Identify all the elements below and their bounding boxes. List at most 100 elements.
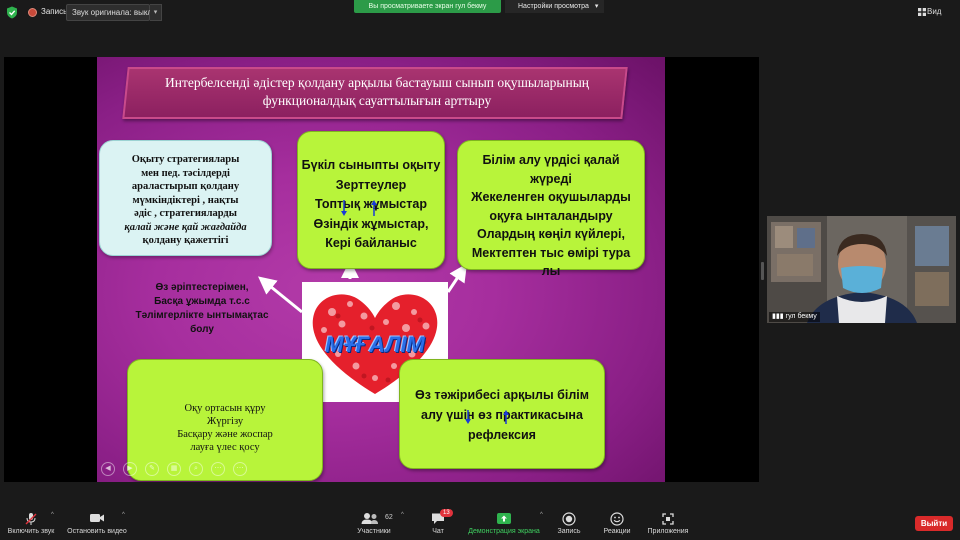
chevron-down-icon[interactable]: ▾ [150,4,162,21]
text-line: Бүкіл сыныпты оқыту [301,158,441,172]
share-screen-label: Демонстрация экрана [468,528,540,535]
text-line: Мектептен тыс өмірі тура [471,245,631,260]
arrow-left-up [258,276,303,314]
text-line: қалай және қай жағдайда [124,221,247,233]
screen-share-banner: Вы просматриваете экран гул бекму [354,0,501,13]
chevron-up-icon[interactable]: ^ [122,512,125,518]
text-line: Өзіндік жұмыстар, [313,216,429,231]
learning-process-box: Білім алу үрдісі қалай жүреді Жекеленген… [457,140,645,278]
text-line: Жүргізу [206,416,244,427]
unmute-button[interactable]: Включить звук [0,500,62,540]
shield-icon[interactable] [6,6,18,19]
participant-video-image [767,216,956,323]
reactions-label: Реакции [603,528,631,535]
apps-icon [662,513,674,525]
record-button[interactable]: Запись [552,500,586,540]
class-teaching-text: Бүкіл сыныпты оқыту Зерттеулер Топтық жұ… [298,156,444,254]
smiley-icon [610,512,624,526]
menu-icon[interactable]: ⋯ [211,462,225,476]
learning-process-text: Білім алу үрдісі қалай жүреді Жекеленген… [458,151,644,281]
top-bar: Запись Звук оригинала: выкл. ▾ Вы просма… [0,0,960,26]
chevron-down-icon: ▾ [594,3,599,10]
text-line: Топтық жұмыстар [315,197,427,211]
grid-icon[interactable]: ▦ [167,462,181,476]
signal-icon: ▮▮▮ [772,313,786,320]
environment-text: Оқу ортасын құру Жүргізу Басқару және жо… [128,402,322,454]
share-screen-icon [497,513,511,524]
apps-label: Приложения [647,528,689,535]
text-line: Оқыту стратегиялары [131,154,240,165]
text-line: Білім алу үрдісі қалай [482,153,620,167]
text-line: Тәлімгерлікте ынтымақтас [135,310,269,321]
text-line: қолдану қажеттігі [142,235,229,246]
view-grid-icon[interactable] [918,8,926,16]
text-line: Олардың көңіл күйлері, [477,227,625,241]
text-line: лы [541,264,561,278]
chevron-up-icon[interactable]: ^ [401,512,404,518]
view-button[interactable]: Вид [927,7,942,16]
blue-arrows [465,410,509,424]
class-teaching-box: Бүкіл сыныпты оқыту Зерттеулер Топтық жұ… [297,131,445,269]
text-line: алу үшін өз практикасына [421,408,583,422]
strategies-box: Оқыту стратегиялары мен пед. тәсілдерді … [99,140,272,256]
strategies-text: Оқыту стратегиялары мен пед. тәсілдерді … [100,153,271,248]
slide-title: Интербелсенді әдістер қолдану арқылы бас… [164,75,590,108]
participant-video-tile[interactable]: ▮▮▮ гул бекму [767,216,956,323]
pen-icon[interactable]: ✎ [145,462,159,476]
text-line: Өз тәжірибесі арқылы білім [414,388,589,402]
text-line: Өз әріптестерімен, [155,282,249,293]
chevron-up-icon[interactable]: ^ [51,512,54,518]
zoom-icon[interactable]: ⌕ [189,462,203,476]
prev-slide-icon[interactable]: ◀ [101,462,115,476]
text-line: рефлексия [468,428,536,442]
chat-button[interactable]: 13 Чат [424,500,453,540]
text-line: Кері байланыс [325,236,417,250]
reactions-button[interactable]: Реакции [600,500,634,540]
view-settings-button[interactable]: Настройки просмотра ▾ [505,0,604,13]
text-line: әдіс , стратегияларды [134,208,237,219]
text-line: Басқа ұжымда т.с.с [154,296,250,307]
chevron-up-icon[interactable]: ^ [540,512,543,518]
text-line: жүреді [530,171,572,186]
text-line: лауға үлес қосу [190,442,260,453]
text-line: Басқару және жоспар [177,429,273,440]
arrow-right-up [446,263,467,293]
text-line: Оқу ортасын құру [184,403,266,414]
chat-unread-badge: 13 [440,509,453,517]
unmute-label: Включить звук [7,528,55,535]
stop-video-button[interactable]: Остановить видео [64,500,130,540]
record-label: Запись [557,528,581,535]
colleague-text: Өз әріптестерімен, Басқа ұжымда т.с.с Тә… [127,281,277,337]
text-line: мүмкіндіктері , нақты [132,194,239,206]
participants-button[interactable]: 62 Участники [352,500,396,540]
participants-icon [361,513,378,524]
participant-name: гул бекму [785,313,817,320]
experience-box: Өз тәжірибесі арқылы білім алу үшін өз п… [399,359,605,469]
text-line: араластырып қолдану [131,181,240,192]
view-settings-label: Настройки просмотра [518,3,589,10]
meeting-toolbar: Включить звук ^ Остановить видео ^ 62 Уч… [0,500,960,540]
record-status-label: Запись [41,7,68,16]
participants-label: Участники [357,528,391,535]
participants-count: 62 [385,514,393,521]
participant-name-label: ▮▮▮ гул бекму [769,312,820,322]
record-icon [562,512,576,526]
blue-arrows [341,200,377,216]
leave-meeting-button[interactable]: Выйти [915,516,953,531]
more-icon[interactable]: ⋯ [233,462,247,476]
original-sound-button[interactable]: Звук оригинала: выкл. [66,4,154,21]
next-slide-icon[interactable]: ▶ [123,462,137,476]
presentation-slide: Интербелсенді әдістер қолдану арқылы бас… [97,57,665,482]
apps-button[interactable]: Приложения [644,500,692,540]
text-line: Жекеленген оқушыларды [471,190,631,204]
video-camera-icon [90,514,104,522]
microphone-muted-icon [25,513,37,525]
chat-label: Чат [432,528,444,535]
video-panel-resize-handle[interactable] [761,262,764,280]
text-line: болу [190,324,214,335]
text-line: Зерттеулер [335,177,407,192]
teacher-label: МҰҒАЛІМ [325,332,425,357]
share-screen-button[interactable]: Демонстрация экрана [464,500,544,540]
record-icon [28,8,37,17]
